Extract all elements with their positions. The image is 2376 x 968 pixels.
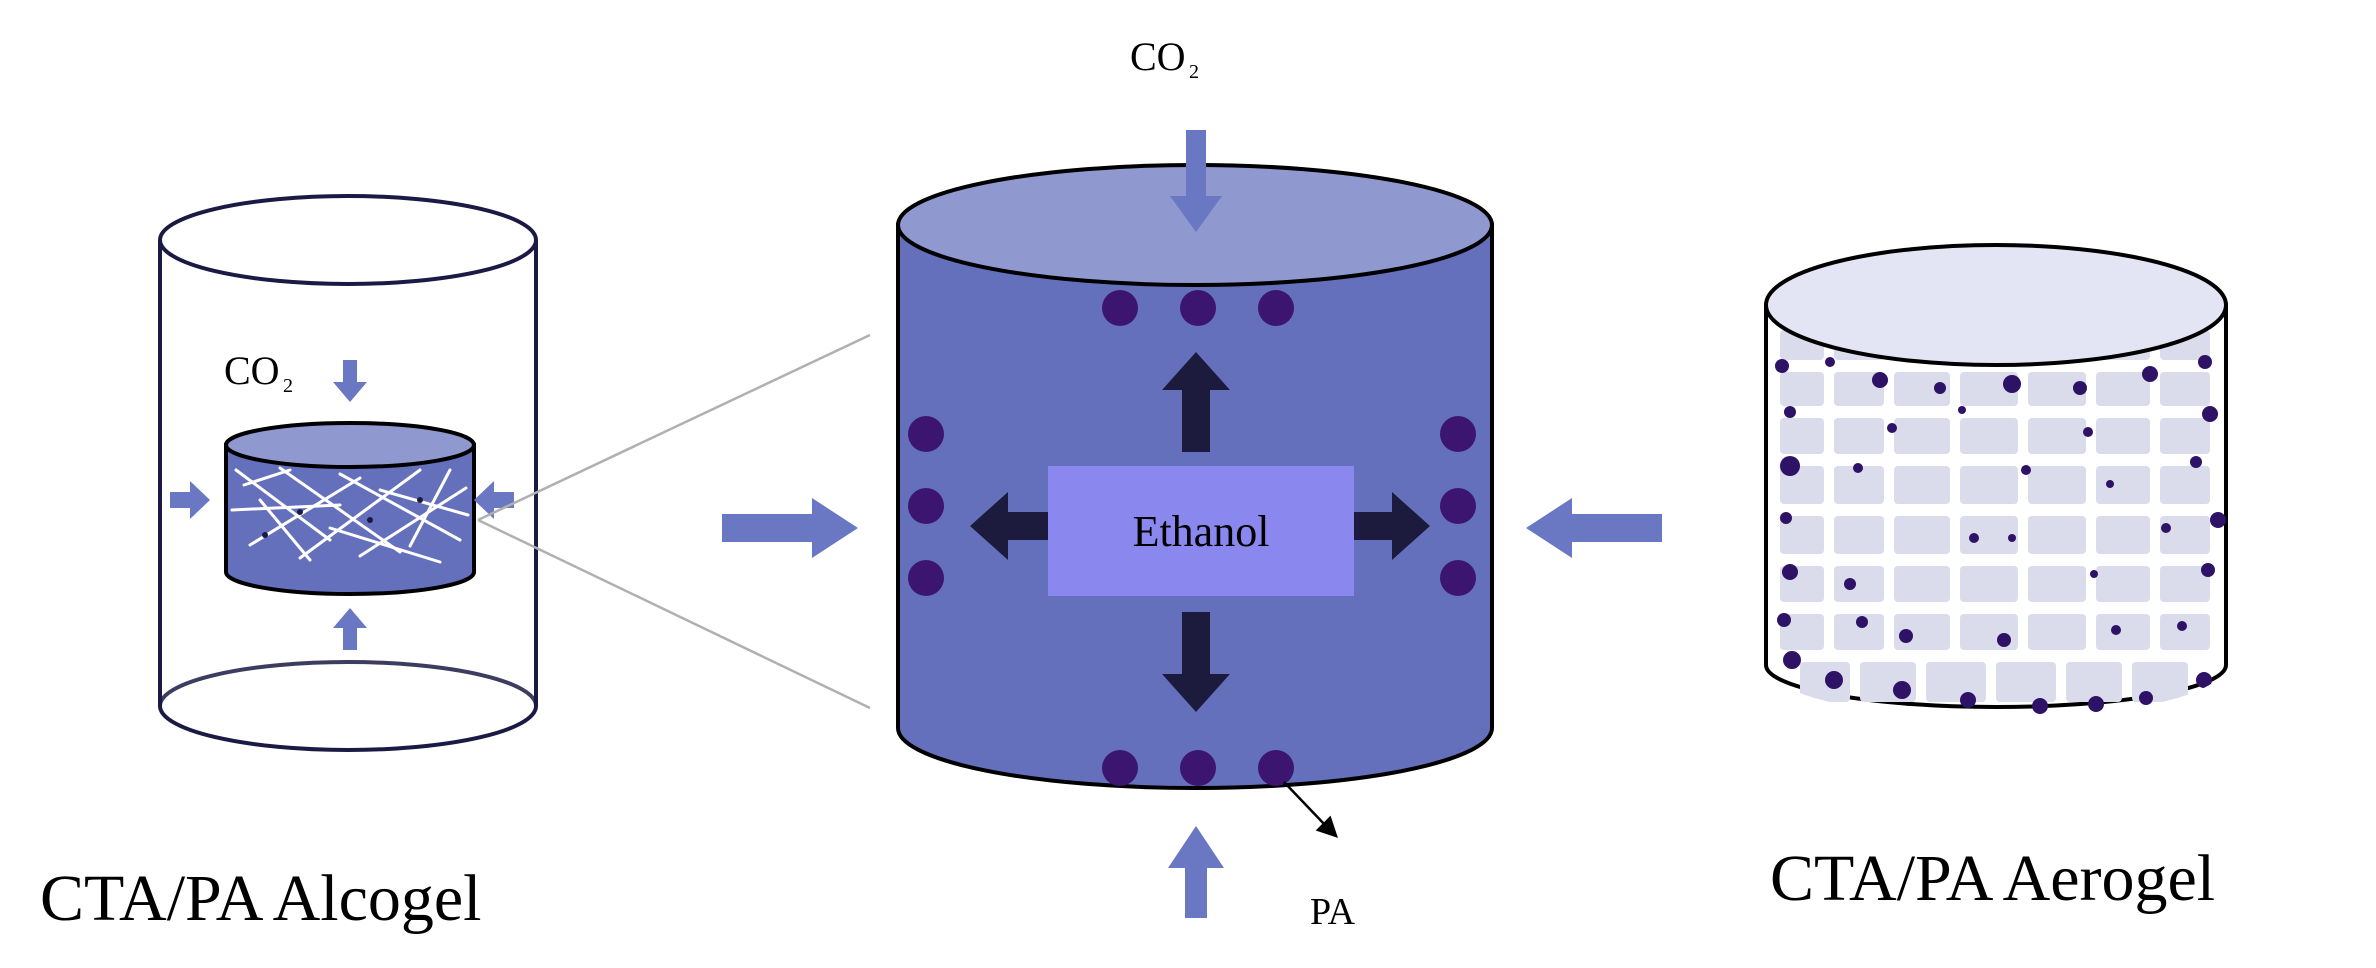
center-co2-label: CO 2 [1130, 34, 1199, 83]
outer-vessel [158, 194, 538, 752]
svg-text:CO: CO [224, 348, 280, 393]
ethanol-outflow-arrow-icon [970, 352, 1430, 712]
svg-text:CO: CO [1130, 34, 1186, 79]
aerogel-pore-grid [1775, 330, 2226, 714]
pa-pointer [1283, 781, 1338, 838]
pa-particle-icon [1775, 355, 2226, 714]
ethanol-box [1048, 466, 1354, 596]
alcogel-panel: CO 2 CTA/PA Alcogel [40, 194, 871, 935]
fiber-network [230, 466, 470, 564]
alcogel-co2-label: CO 2 [224, 348, 293, 397]
co2-inflow-arrow-icon [170, 360, 514, 650]
zoom-guide-line [477, 333, 871, 710]
pa-particle-icon [908, 290, 1476, 786]
svg-text:2: 2 [1189, 61, 1199, 83]
alcogel-title: CTA/PA Alcogel [40, 862, 482, 935]
alcogel-sample [224, 421, 476, 596]
aerogel-title: CTA/PA Aerogel [1770, 842, 2215, 915]
aerogel-top [1764, 243, 2228, 367]
co2-inflow-arrow-icon [722, 130, 1662, 918]
svg-text:2: 2 [283, 375, 293, 397]
extraction-vessel-panel: CO 2 Ethanol PA [722, 34, 1662, 933]
aerogel-grid-cells [1780, 330, 2210, 702]
pa-label: PA [1310, 891, 1356, 933]
aerogel-panel: CTA/PA Aerogel [1764, 243, 2228, 915]
ethanol-label: Ethanol [1133, 507, 1270, 556]
